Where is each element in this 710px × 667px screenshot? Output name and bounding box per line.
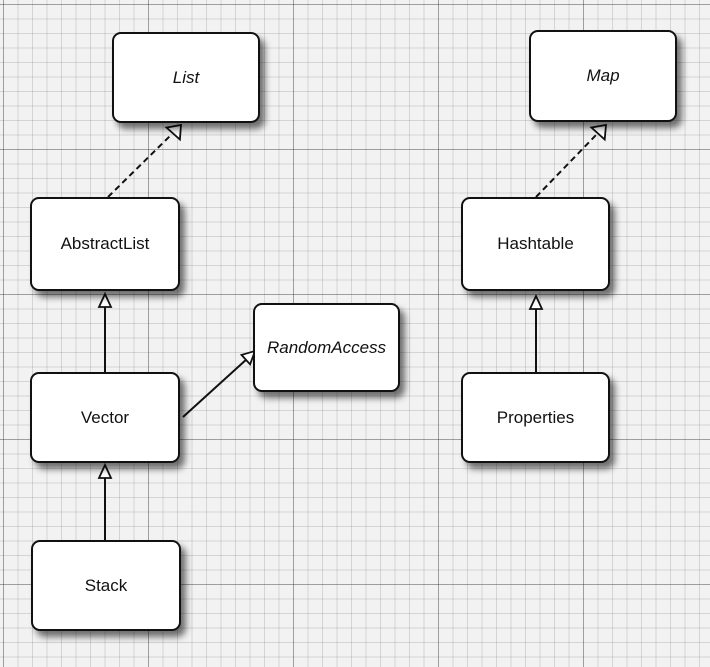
arrowhead-list <box>164 123 182 142</box>
arrowhead-abstractlist <box>97 291 113 308</box>
node-vector: Vector <box>30 372 180 463</box>
node-label: Hashtable <box>497 234 574 253</box>
edge-hashtable-map <box>535 133 598 198</box>
node-label: List <box>172 67 200 87</box>
arrowhead-vector <box>97 462 113 479</box>
node-label: AbstractList <box>60 234 150 253</box>
node-label: Properties <box>496 407 575 427</box>
node-list: List <box>112 32 260 123</box>
edge-vector-randomaccess <box>182 357 249 418</box>
node-label: Stack <box>84 575 128 595</box>
node-randomaccess: RandomAccess <box>253 303 400 392</box>
node-label: RandomAccess <box>266 337 387 357</box>
edge-abstractlist-list <box>107 133 173 198</box>
arrowhead-randomaccess <box>239 349 257 366</box>
node-label: Vector <box>80 407 130 427</box>
node-label: Map <box>586 66 620 85</box>
node-map: Map <box>529 30 677 122</box>
arrowhead-map <box>589 123 608 142</box>
node-stack: Stack <box>31 540 181 631</box>
node-abstractlist: AbstractList <box>30 197 180 291</box>
node-properties: Properties <box>461 372 610 463</box>
arrowhead-hashtable <box>528 293 544 310</box>
node-hashtable: Hashtable <box>461 197 610 291</box>
